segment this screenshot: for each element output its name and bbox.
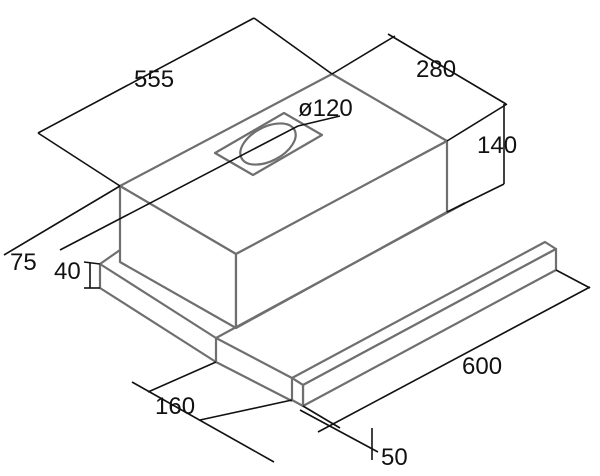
front-handle-front [301, 247, 558, 408]
dim-120-leader [59, 125, 299, 251]
dim-160-line [131, 381, 275, 463]
dim-75-line [3, 185, 121, 256]
label-160: 160 [155, 393, 195, 420]
slide-panel-front-lower [215, 361, 293, 402]
dimension-labels: 555 280 ø120 140 75 40 600 160 50 [10, 56, 517, 471]
hood-body [98, 72, 558, 408]
dimension-lines [3, 17, 591, 463]
dim-555-line [37, 17, 255, 134]
label-280: 280 [416, 56, 456, 83]
label-140: 140 [477, 132, 517, 159]
slide-panel-left [98, 264, 218, 364]
slide-panel-front-upper [215, 337, 293, 379]
label-diameter-120: ø120 [298, 95, 353, 122]
slide-panel-back-left [99, 249, 121, 265]
label-50: 50 [381, 444, 408, 471]
label-600: 600 [462, 353, 502, 380]
label-555: 555 [134, 66, 174, 93]
dim-50-line [299, 409, 379, 453]
dim-280-line [387, 33, 507, 105]
dim-600-line [317, 286, 591, 433]
label-75: 75 [10, 249, 37, 276]
label-40: 40 [54, 258, 81, 285]
